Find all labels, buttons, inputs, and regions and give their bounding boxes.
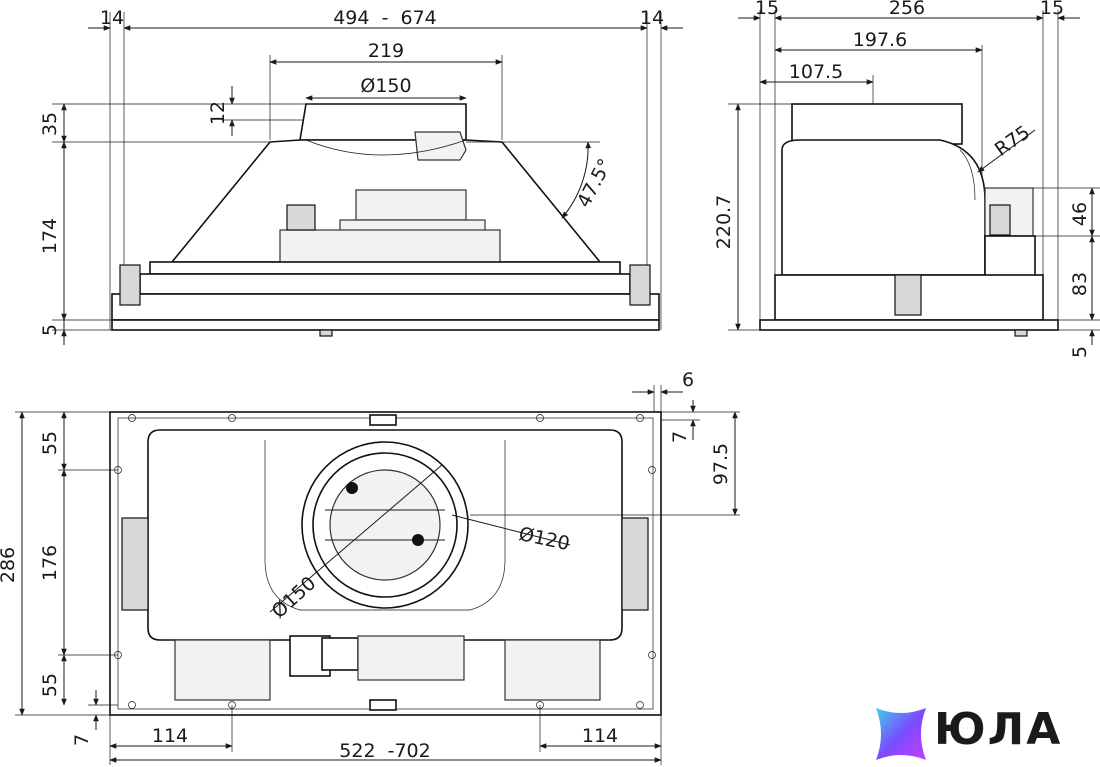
side-offset-large: 197.6 xyxy=(853,29,907,51)
side-right: 15 xyxy=(1040,0,1064,19)
brand-logo: ЮЛА xyxy=(868,700,1100,767)
front-side-right: 14 xyxy=(640,7,664,29)
plan-rear-band: 55 xyxy=(39,673,61,697)
front-width-range: 494 - 674 xyxy=(333,7,437,29)
plan-fix-right: 114 xyxy=(582,725,618,747)
front-outlet-span: 219 xyxy=(368,40,404,62)
star-logo-icon xyxy=(876,708,926,760)
plan-view xyxy=(15,385,740,765)
side-view xyxy=(728,10,1100,345)
plan-edge-offset: 7 xyxy=(71,734,93,746)
plan-total-depth: 286 xyxy=(0,547,19,583)
front-angle: 47.5° xyxy=(573,155,617,211)
front-outlet-diameter: Ø150 xyxy=(360,75,411,97)
front-outlet-height: 12 xyxy=(207,101,229,125)
side-offset-small: 107.5 xyxy=(789,61,843,83)
plan-width-range: 522 -702 xyxy=(339,740,430,762)
front-view xyxy=(52,12,683,345)
front-top-height: 35 xyxy=(39,112,61,136)
plan-center-offset: 97.5 xyxy=(710,443,732,485)
side-left: 15 xyxy=(755,0,779,19)
plan-front-band: 55 xyxy=(39,431,61,455)
side-bottom-height: 5 xyxy=(1069,346,1091,358)
front-body-height: 174 xyxy=(39,218,61,254)
side-radius: R75 xyxy=(991,121,1034,160)
side-total-height: 220.7 xyxy=(713,195,735,249)
side-dimensions: 15 256 15 197.6 107.5 R75 220.7 46 83 5 xyxy=(713,0,1091,358)
brand-name: ЮЛА xyxy=(934,704,1063,755)
side-depth: 256 xyxy=(889,0,925,19)
plan-fix-left: 114 xyxy=(152,725,188,747)
front-bottom-height: 5 xyxy=(39,324,61,336)
plan-corner-offset-x: 6 xyxy=(682,369,694,391)
side-lower-height: 83 xyxy=(1069,272,1091,296)
plan-middle-band: 176 xyxy=(39,545,61,581)
plan-corner-offset-y: 7 xyxy=(669,431,691,443)
side-upper-height: 46 xyxy=(1069,202,1091,226)
front-side-left: 14 xyxy=(100,7,124,29)
